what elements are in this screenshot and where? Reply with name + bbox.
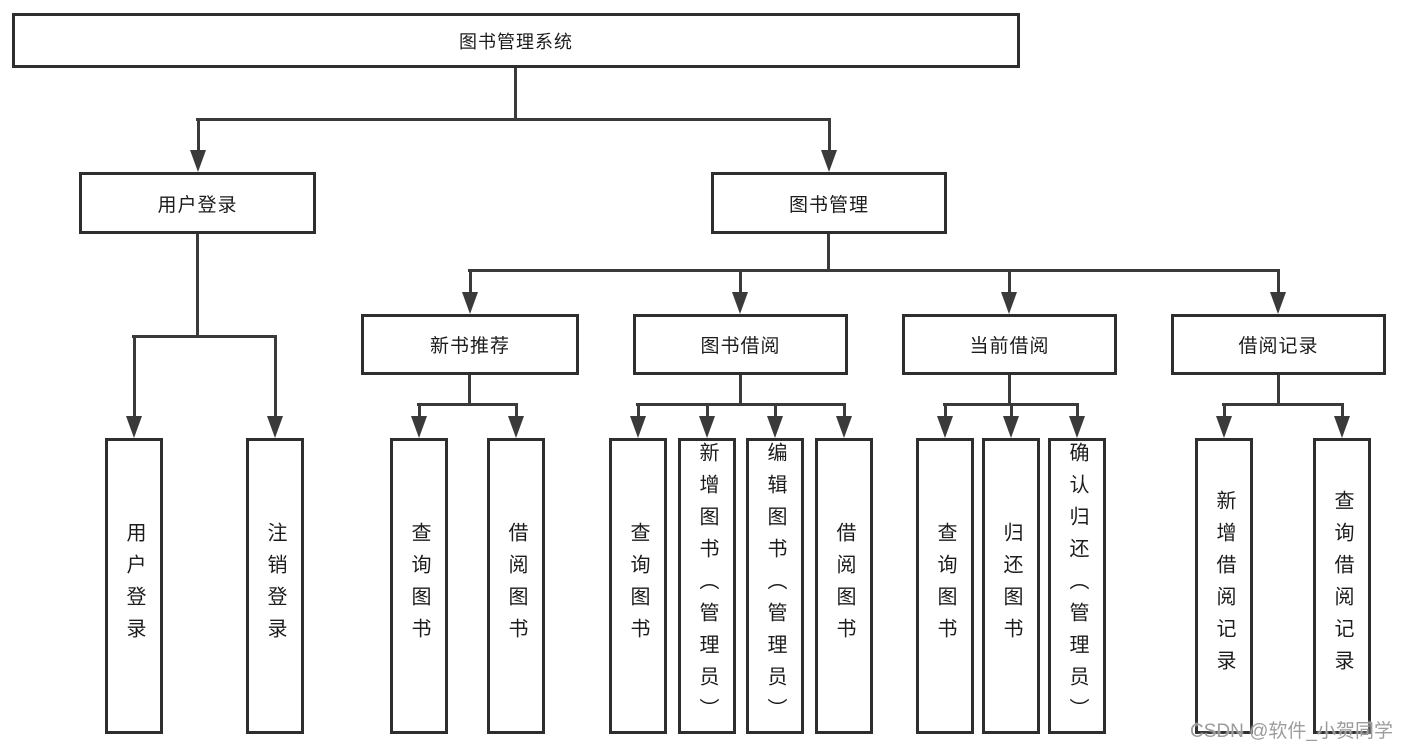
leaf-return-book: 归还图书 [982,438,1040,734]
arrow-to-leaf-user-login [126,335,142,438]
connector-current-borrow-stem [1008,375,1011,406]
leaf-logout-login: 注销登录 [246,438,304,734]
leaf-return-book-label: 归还图书 [1000,522,1022,650]
leaf-add-borrow-record: 新增借阅记录 [1195,438,1253,734]
leaf-query-books-1-label: 查询图书 [408,522,430,650]
leaf-confirm-return-admin-label: 确认归还（管理员） [1066,442,1088,730]
arrow-to-new-book-recommend [462,269,478,314]
arrow-to-leaf-query-books-3 [937,403,953,438]
arrow-to-book-management [821,118,837,172]
arrow-to-leaf-borrow-books-1 [508,403,524,438]
leaf-query-borrow-record-label: 查询借阅记录 [1331,490,1353,682]
connector-book-borrow-stem [739,375,742,406]
node-new-book-recommend-label: 新书推荐 [429,336,510,357]
leaf-borrow-books-2: 借阅图书 [815,438,873,734]
leaf-add-book-admin-label: 新增图书（管理员） [696,442,718,730]
connector-borrow-records-stem [1277,375,1280,406]
connector-book-borrow-bar [636,403,846,406]
connector-borrow-records-bar [1222,403,1344,406]
leaf-user-login-label: 用户登录 [123,522,145,650]
arrow-to-leaf-logout [267,335,283,438]
node-current-borrow: 当前借阅 [902,314,1117,375]
node-library-system-label: 图书管理系统 [459,31,573,52]
connector-new-book-recommend-stem [468,375,471,406]
leaf-logout-login-label: 注销登录 [264,522,286,650]
arrow-to-user-login [190,118,206,172]
leaf-borrow-books-2-label: 借阅图书 [833,522,855,650]
connector-book-management-stem [827,234,830,272]
leaf-query-books-1: 查询图书 [390,438,448,734]
node-book-management: 图书管理 [711,172,947,234]
node-book-management-label: 图书管理 [788,194,869,216]
node-borrow-records-label: 借阅记录 [1238,336,1319,357]
arrow-to-leaf-add-book [699,403,715,438]
leaf-borrow-books-1: 借阅图书 [487,438,545,734]
node-library-system: 图书管理系统 [12,13,1020,68]
connector-book-management-bar [468,269,1280,272]
csdn-watermark: CSDN @软件_小贺同学 [1190,721,1393,742]
arrow-to-book-borrow [732,269,748,314]
arrow-to-current-borrow [1001,269,1017,314]
connector-user-login-stem [196,234,199,338]
leaf-user-login: 用户登录 [105,438,163,734]
arrow-to-leaf-query-books-2 [630,403,646,438]
connector-root-bar [196,118,831,121]
leaf-edit-book-admin: 编辑图书（管理员） [746,438,804,734]
connector-user-login-bar [132,335,277,338]
arrow-to-leaf-return-book [1003,403,1019,438]
node-borrow-records: 借阅记录 [1171,314,1386,375]
leaf-query-books-3-label: 查询图书 [934,522,956,650]
node-user-login-label: 用户登录 [157,194,238,216]
leaf-query-borrow-record: 查询借阅记录 [1313,438,1371,734]
arrow-to-leaf-confirm-return [1069,403,1085,438]
leaf-confirm-return-admin: 确认归还（管理员） [1048,438,1106,734]
node-user-login: 用户登录 [79,172,316,234]
arrow-to-leaf-query-record [1334,403,1350,438]
leaf-query-books-2: 查询图书 [609,438,667,734]
arrow-to-leaf-edit-book [767,403,783,438]
arrow-to-borrow-records [1270,269,1286,314]
arrow-to-leaf-add-record [1216,403,1232,438]
leaf-edit-book-admin-label: 编辑图书（管理员） [764,442,786,730]
leaf-add-book-admin: 新增图书（管理员） [678,438,736,734]
node-current-borrow-label: 当前借阅 [969,336,1050,357]
leaf-query-books-3: 查询图书 [916,438,974,734]
arrow-to-leaf-borrow-books-2 [836,403,852,438]
leaf-query-books-2-label: 查询图书 [627,522,649,650]
arrow-to-leaf-query-books-1 [411,403,427,438]
connector-root-stem [514,68,517,121]
connector-new-book-recommend-bar [417,403,518,406]
leaf-borrow-books-1-label: 借阅图书 [505,522,527,650]
node-book-borrow-label: 图书借阅 [700,336,781,357]
leaf-add-borrow-record-label: 新增借阅记录 [1213,490,1235,682]
node-book-borrow: 图书借阅 [633,314,848,375]
node-new-book-recommend: 新书推荐 [361,314,579,375]
